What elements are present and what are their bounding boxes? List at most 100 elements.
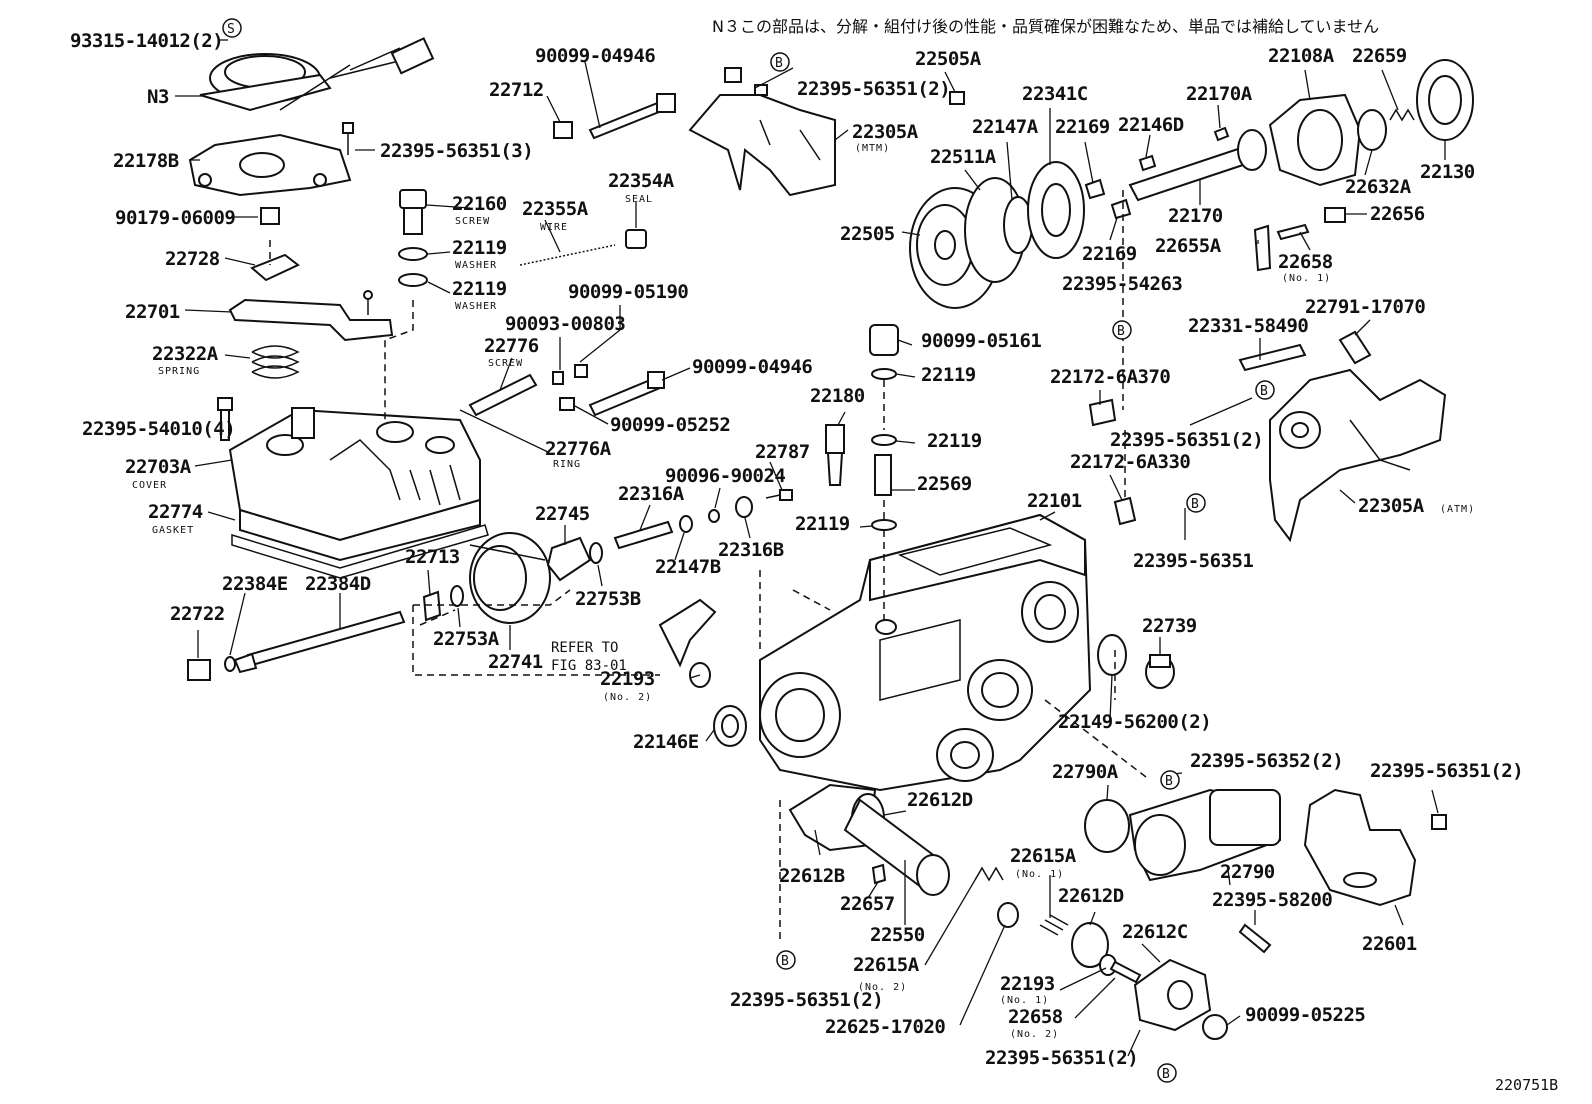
nut-22712[interactable] [553, 121, 573, 139]
label-22741: 22741 [488, 651, 543, 673]
bracket-22178B[interactable] [188, 133, 352, 197]
screw-22787[interactable] [765, 489, 793, 501]
plug-90099-05161[interactable] [869, 324, 899, 356]
gear-22505[interactable] [909, 187, 1001, 309]
valve-22569[interactable] [874, 454, 892, 496]
bolt-90099-04946-b[interactable] [588, 371, 665, 417]
pin-22316A[interactable] [613, 520, 674, 550]
key-22146D[interactable] [1138, 154, 1157, 172]
plate-22713[interactable] [422, 590, 442, 622]
fitting-22612C[interactable] [1133, 958, 1212, 1032]
bolt-22395-56351-3[interactable] [342, 122, 354, 155]
shaft-22170[interactable] [1128, 129, 1267, 202]
lever-22305A-mtm[interactable] [688, 67, 836, 197]
screw-22160[interactable] [399, 189, 427, 235]
bracket-22601[interactable] [1303, 788, 1417, 907]
label-22108A: 22108A [1268, 45, 1335, 67]
label-22119-b: 22119 [452, 278, 507, 300]
ring-22119-e[interactable] [871, 519, 897, 531]
pump-housing[interactable] [759, 513, 1092, 792]
sublabel-no1b: (No. 1) [1015, 869, 1064, 880]
governor-cover[interactable] [228, 407, 481, 562]
seal-22354A[interactable] [625, 229, 647, 249]
screw-22395-58200[interactable] [1238, 923, 1272, 954]
spring-22659[interactable] [1389, 108, 1415, 122]
seal-22146E[interactable] [713, 705, 747, 747]
cap-22130[interactable] [1416, 59, 1474, 141]
ring-22119-d[interactable] [871, 434, 897, 446]
shaft-22384D[interactable] [233, 610, 406, 674]
nut-90093[interactable] [552, 371, 564, 385]
bolt-90099-04946-a[interactable] [588, 93, 676, 140]
block-22169-a[interactable] [1084, 178, 1106, 200]
cover-gasket[interactable] [231, 524, 489, 579]
sublabel-no1a: (No. 1) [1282, 273, 1331, 284]
nut-90099-05190[interactable] [574, 364, 588, 378]
figure-id: 220751B [1495, 1076, 1558, 1094]
ring-22147B[interactable] [679, 515, 693, 533]
nut-90099-05225[interactable] [1202, 1014, 1228, 1040]
ref-text-2: FIG 83-01 [551, 658, 627, 674]
fitting-22193-no2[interactable] [658, 598, 717, 688]
svg-text:S: S [227, 22, 235, 37]
label-22612D-a: 22612D [907, 789, 973, 811]
sublabel-gasket: GASKET [152, 525, 194, 536]
plate-22172-6A370[interactable] [1088, 398, 1117, 427]
label-22753A: 22753A [433, 628, 500, 650]
bolt-22395-56351-2c[interactable] [1431, 814, 1447, 830]
screw-22658-no2[interactable] [1109, 960, 1142, 984]
o-ring-22612D-b[interactable] [1071, 922, 1109, 968]
nut-90179[interactable] [260, 207, 280, 225]
pin-22657[interactable] [871, 863, 887, 885]
gear-22341C[interactable] [1027, 161, 1085, 259]
pin-22791[interactable] [1338, 330, 1372, 365]
pin-22655A[interactable] [1253, 224, 1272, 272]
key-22505A[interactable] [949, 91, 965, 105]
mark-b-7: B [1157, 1063, 1177, 1083]
part-22745[interactable] [546, 536, 592, 582]
spring-22615A-no1[interactable] [1039, 914, 1069, 936]
seal-22149[interactable] [1097, 634, 1127, 676]
washer-22753B[interactable] [589, 542, 603, 564]
label-22316A: 22316A [618, 483, 685, 505]
valve-22180[interactable] [825, 424, 845, 486]
washer-22753A[interactable] [450, 585, 464, 607]
block-22169-b[interactable] [1110, 198, 1132, 220]
key-22170A[interactable] [1213, 126, 1230, 142]
screw-22776[interactable] [468, 373, 538, 417]
screw-22658-no1[interactable] [1276, 223, 1310, 241]
plug-22316B[interactable] [735, 496, 753, 518]
label-22341C: 22341C [1022, 83, 1088, 105]
plug-22739[interactable] [1145, 654, 1175, 689]
coupling-22108A[interactable] [1268, 93, 1362, 187]
label-22776: 22776 [484, 335, 539, 357]
plate-22632A[interactable] [1357, 109, 1387, 151]
part-22656[interactable] [1324, 207, 1346, 223]
label-22656: 22656 [1370, 203, 1425, 225]
nut-22722[interactable] [187, 659, 211, 681]
clip-90096[interactable] [708, 509, 720, 523]
lever-22305A-atm[interactable] [1269, 368, 1447, 543]
label-22395-58200: 22395-58200 [1212, 889, 1332, 911]
washer-22119-b[interactable] [398, 273, 428, 287]
solenoid-22790[interactable] [1128, 788, 1281, 882]
spring-22322A[interactable] [251, 345, 300, 379]
label-22739: 22739 [1142, 615, 1197, 637]
sensor-n3[interactable] [199, 37, 435, 112]
ring-22119-c[interactable] [871, 368, 897, 380]
o-ring-22384E[interactable] [224, 656, 236, 672]
washer-22625[interactable] [997, 902, 1019, 928]
washer-22119-a[interactable] [398, 247, 428, 261]
plate-22172-6A330[interactable] [1113, 496, 1137, 526]
plate-22728[interactable] [250, 253, 300, 282]
rod-22331[interactable] [1238, 343, 1307, 372]
timer-piston-22741[interactable] [469, 532, 551, 624]
sleeve-22550[interactable] [843, 798, 950, 896]
bolt-22395-54010[interactable] [217, 397, 233, 441]
label-22130: 22130 [1420, 161, 1475, 183]
o-ring-22790A[interactable] [1084, 799, 1130, 853]
nut-90099-05252[interactable] [559, 397, 575, 411]
spring-22615A-no2[interactable] [974, 866, 1004, 882]
lever-22701[interactable] [228, 290, 394, 342]
wire-22355A[interactable] [519, 244, 616, 266]
